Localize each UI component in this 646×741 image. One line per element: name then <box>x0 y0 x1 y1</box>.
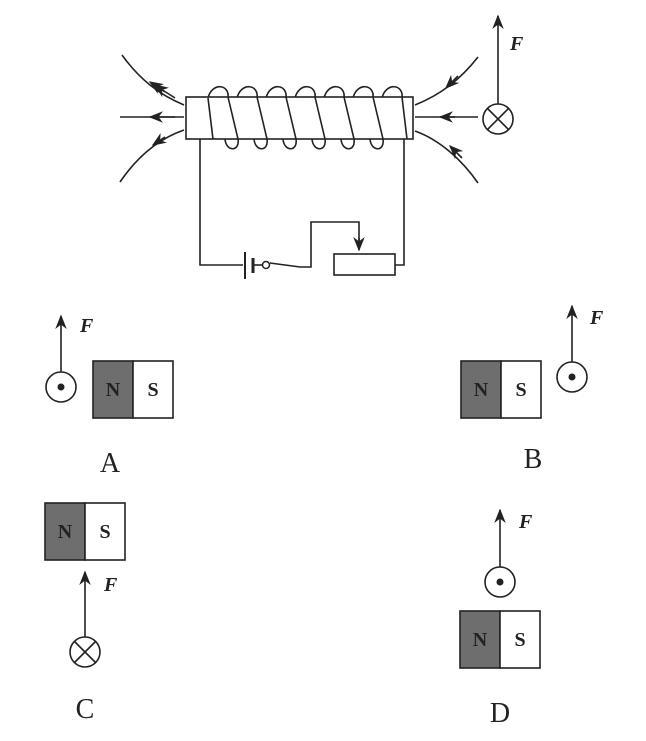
field-arrow <box>444 74 460 90</box>
iron-core <box>185 96 414 140</box>
force-label: F <box>509 33 524 55</box>
solenoid-figure: F <box>119 14 524 279</box>
switch-pivot <box>261 260 271 270</box>
field-arrow <box>151 133 167 146</box>
option-letter: C <box>76 694 95 725</box>
south-label: S <box>99 521 110 543</box>
field-arrow <box>153 84 169 98</box>
solenoid-coil <box>207 85 403 99</box>
circuit <box>199 139 405 279</box>
solenoid-coil-front <box>207 96 408 150</box>
wire-out-of-page <box>556 361 588 393</box>
south-label: S <box>514 629 525 651</box>
option-letter: B <box>524 444 543 475</box>
option-b[interactable]: N S F B <box>460 304 604 475</box>
switch-blade <box>269 221 360 268</box>
force-label: F <box>103 574 118 596</box>
north-label: N <box>473 629 488 651</box>
wire-out-of-page <box>45 371 77 403</box>
magnet-north <box>92 360 134 419</box>
wire-out-of-page <box>484 566 516 598</box>
field-lines-right <box>414 56 479 184</box>
north-label: N <box>106 379 121 401</box>
force-label: F <box>589 307 604 329</box>
magnet-south <box>500 360 542 419</box>
south-label: S <box>147 379 158 401</box>
north-label: N <box>58 521 73 543</box>
magnet-south <box>84 502 126 561</box>
magnet-north <box>44 502 86 561</box>
force-label: F <box>79 315 94 337</box>
magnet-south <box>499 610 541 669</box>
option-a[interactable]: F N S A <box>45 314 174 479</box>
field-arrow <box>448 144 464 160</box>
magnet-north <box>460 360 502 419</box>
option-letter: A <box>100 448 121 479</box>
option-c[interactable]: N S F C <box>44 502 126 725</box>
north-label: N <box>474 379 489 401</box>
rheostat <box>333 253 396 276</box>
option-letter: D <box>490 698 510 729</box>
wire-into-page <box>69 636 101 668</box>
force-label: F <box>518 511 533 533</box>
top-wire-into-page <box>482 103 514 135</box>
option-d[interactable]: F N S D <box>459 508 541 729</box>
magnet-south <box>132 360 174 419</box>
south-label: S <box>515 379 526 401</box>
field-lines-left <box>119 54 185 183</box>
